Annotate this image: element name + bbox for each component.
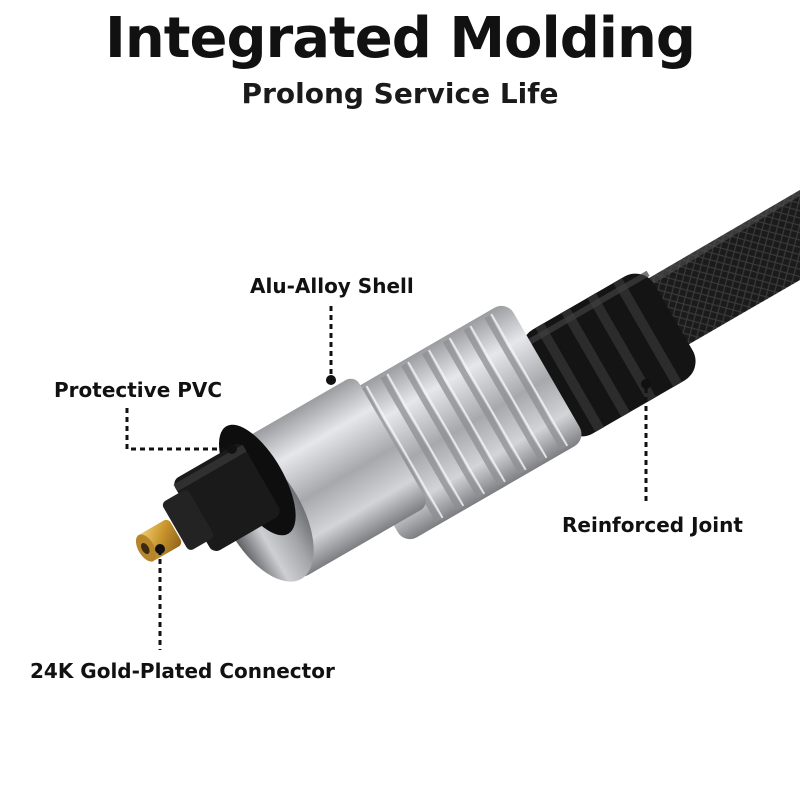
leader-dots	[155, 375, 651, 554]
label-alloy-shell: Alu-Alloy Shell	[250, 274, 414, 298]
gold-connector-tip	[135, 519, 182, 562]
page-subtitle: Prolong Service Life	[241, 77, 559, 110]
leader-lines	[125, 306, 648, 650]
strain-relief	[516, 270, 696, 437]
page-title: Integrated Molding	[105, 6, 696, 71]
pvc-tip	[162, 424, 296, 551]
label-gold-connector: 24K Gold-Plated Connector	[30, 659, 335, 683]
label-protective-pvc: Protective PVC	[54, 378, 223, 402]
label-reinforced-joint: Reinforced Joint	[562, 513, 743, 537]
